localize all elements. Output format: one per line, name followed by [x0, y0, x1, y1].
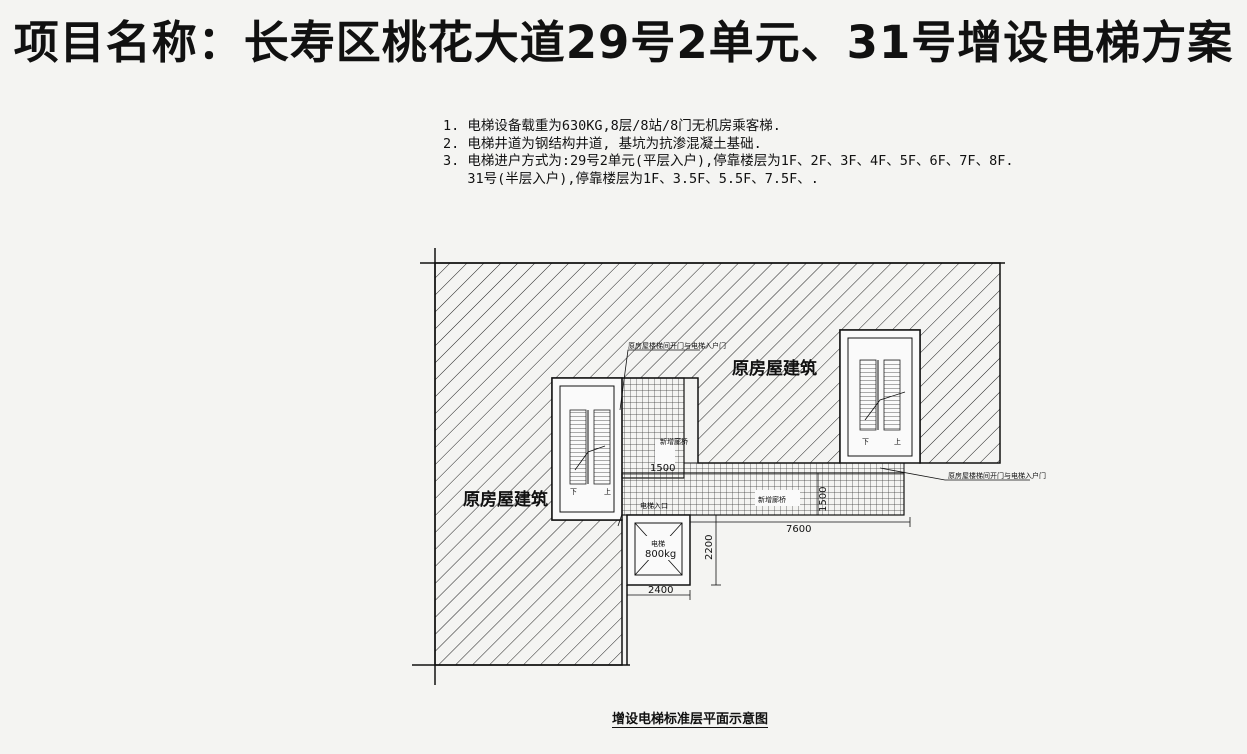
elevator-capacity: 800kg — [645, 549, 676, 560]
corridor-vertical — [621, 377, 685, 479]
plan-caption: 增设电梯标准层平面示意图 — [611, 712, 768, 727]
dim-corridor-length: 7600 — [786, 524, 811, 535]
dim-elevator-depth: 2200 — [704, 535, 715, 560]
note-line-2: 2. 电梯井道为钢结构井道, 基坑为抗渗混凝土基础. — [443, 135, 762, 152]
stair-up-left: 上 — [604, 487, 611, 496]
existing-building-mass — [434, 262, 1001, 666]
note-line-3: 3. 电梯进户方式为:29号2单元(平层入户),停靠楼层为1F、2F、3F、4F… — [443, 153, 1014, 169]
note-line-4: 31号(半层入户),停靠楼层为1F、3.5F、5.5F、7.5F、. — [443, 170, 819, 187]
design-notes: 1. 电梯设备载重为630KG,8层/8站/8门无机房乘客梯. 2. 电梯井道为… — [443, 118, 1143, 188]
stair-down-left: 下 — [570, 488, 577, 496]
corridor-label-vertical: 新增廊桥 — [660, 437, 688, 446]
dim-elevator-width: 2400 — [648, 585, 673, 596]
stair-up-right: 上 — [894, 437, 901, 446]
left-stairwell — [551, 377, 623, 521]
stair-down-right: 下 — [862, 438, 869, 446]
elevator-shaft — [626, 514, 691, 586]
right-stairwell — [839, 329, 921, 464]
note-line-1: 1. 电梯设备载重为630KG,8层/8站/8门无机房乘客梯. — [443, 118, 781, 134]
corridor-horizontal — [621, 472, 905, 516]
door-note-left: 原房屋楼梯间开门与电梯入户门 — [628, 341, 726, 350]
project-title: 项目名称：长寿区桃花大道29号2单元、31号增设电梯方案 — [13, 16, 1234, 69]
existing-building-label-left: 原房屋建筑 — [463, 489, 548, 510]
existing-building-label-right: 原房屋建筑 — [732, 358, 817, 379]
door-note-right: 原房屋楼梯间开门与电梯入户门 — [948, 471, 1046, 480]
dimension-lines — [626, 472, 911, 600]
elevator-entry-label: 电梯入口 — [640, 501, 668, 510]
dim-corridor-vertical: 1500 — [650, 463, 675, 474]
dim-corridor-horizontal: 1500 — [818, 487, 829, 512]
corridor-label: 新增廊桥 — [758, 495, 786, 504]
elevator-label: 电梯 — [651, 539, 665, 548]
